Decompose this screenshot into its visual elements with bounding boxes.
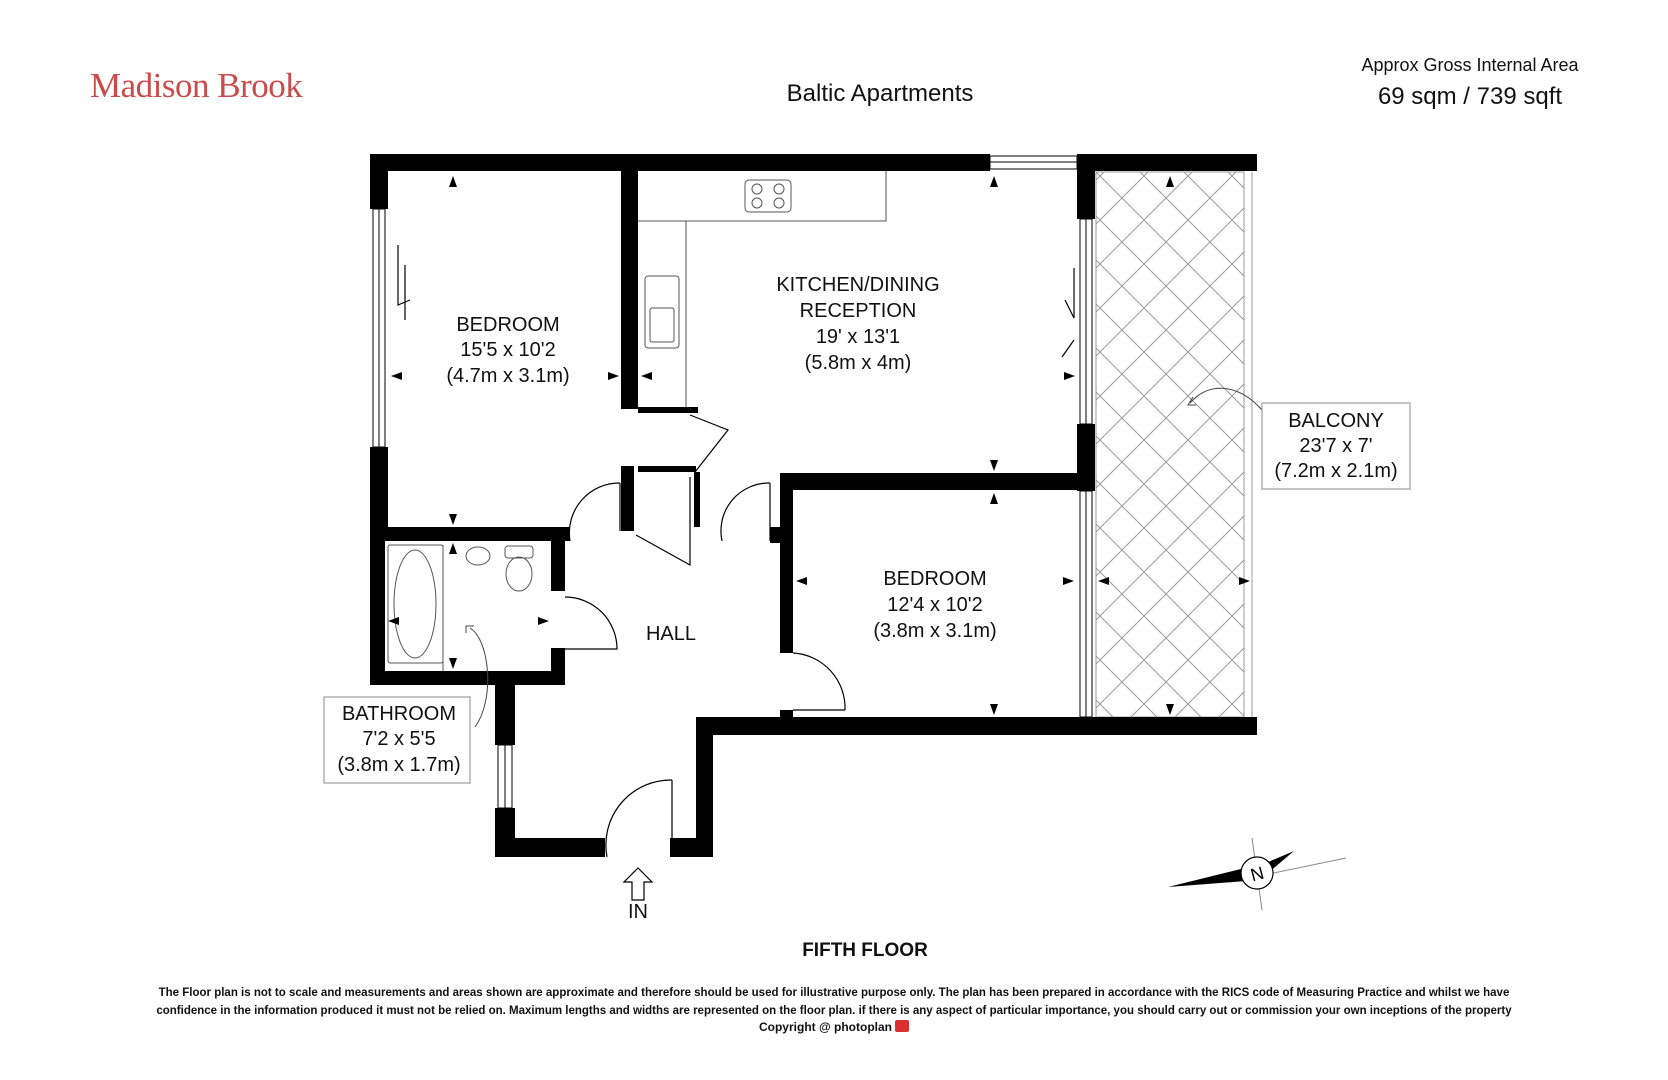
- svg-text:BEDROOM: BEDROOM: [456, 314, 559, 336]
- svg-text:N: N: [1248, 863, 1266, 886]
- room-hall: HALL: [646, 623, 696, 645]
- room-kitchen: KITCHEN/DINING RECEPTION 19' x 13'1 (5.8…: [776, 274, 939, 374]
- svg-text:(4.7m x 3.1m): (4.7m x 3.1m): [446, 365, 569, 387]
- dimension-arrows: [388, 176, 1250, 715]
- svg-text:15'5 x 10'2: 15'5 x 10'2: [460, 339, 556, 361]
- svg-text:BALCONY: BALCONY: [1288, 410, 1384, 432]
- svg-text:BEDROOM: BEDROOM: [883, 568, 986, 590]
- copyright-prefix: Copyright @: [758, 1020, 835, 1034]
- brand-logo: Madison Brook: [90, 66, 303, 105]
- room-bedroom-2: BEDROOM 12'4 x 10'2 (3.8m x 3.1m): [873, 568, 996, 642]
- balcony-floor: [1095, 171, 1245, 718]
- copyright: Copyright @ photoplan: [0, 1020, 1668, 1034]
- room-balcony: BALCONY 23'7 x 7' (7.2m x 2.1m): [1261, 402, 1411, 490]
- svg-text:(7.2m x 2.1m): (7.2m x 2.1m): [1274, 460, 1397, 482]
- bathroom-fixtures: [387, 544, 534, 671]
- disclaimer-line-1: The Floor plan is not to scale and measu…: [158, 987, 1510, 999]
- svg-text:BATHROOM: BATHROOM: [342, 703, 456, 725]
- page-title: Baltic Apartments: [786, 80, 974, 107]
- svg-text:RECEPTION: RECEPTION: [800, 300, 917, 322]
- doors: [397, 245, 1075, 858]
- room-bedroom-1: BEDROOM 15'5 x 10'2 (4.7m x 3.1m): [446, 314, 569, 387]
- disclaimer: The Floor plan is not to scale and measu…: [60, 984, 1608, 1020]
- photoplan-brand: photoplan: [834, 1020, 892, 1034]
- svg-text:KITCHEN/DINING: KITCHEN/DINING: [776, 274, 939, 296]
- svg-text:(3.8m x 3.1m): (3.8m x 3.1m): [873, 620, 996, 642]
- compass-icon: N: [1168, 837, 1347, 911]
- svg-text:23'7 x 7': 23'7 x 7': [1299, 435, 1372, 457]
- walls: [370, 154, 1257, 857]
- floor-label: FIFTH FLOOR: [802, 940, 928, 961]
- kitchen-counters: [638, 171, 887, 407]
- svg-text:7'2 x 5'5: 7'2 x 5'5: [362, 728, 435, 750]
- svg-text:(3.8m x 1.7m): (3.8m x 1.7m): [337, 754, 460, 776]
- photoplan-icon: [895, 1020, 909, 1032]
- svg-text:12'4 x 10'2: 12'4 x 10'2: [887, 594, 983, 616]
- area-value: 69 sqm / 739 sqft: [1377, 83, 1563, 110]
- svg-text:19' x 13'1: 19' x 13'1: [816, 326, 900, 348]
- windows: [372, 155, 1093, 809]
- svg-text:(5.8m x 4m): (5.8m x 4m): [805, 352, 912, 374]
- entrance-label: IN: [628, 901, 648, 923]
- entrance-arrow-icon: [622, 867, 654, 901]
- room-bathroom: BATHROOM 7'2 x 5'5 (3.8m x 1.7m): [323, 696, 471, 784]
- area-label: Approx Gross Internal Area: [1361, 55, 1579, 75]
- disclaimer-line-2: confidence in the information produced i…: [156, 1005, 1512, 1017]
- svg-text:HALL: HALL: [646, 623, 696, 645]
